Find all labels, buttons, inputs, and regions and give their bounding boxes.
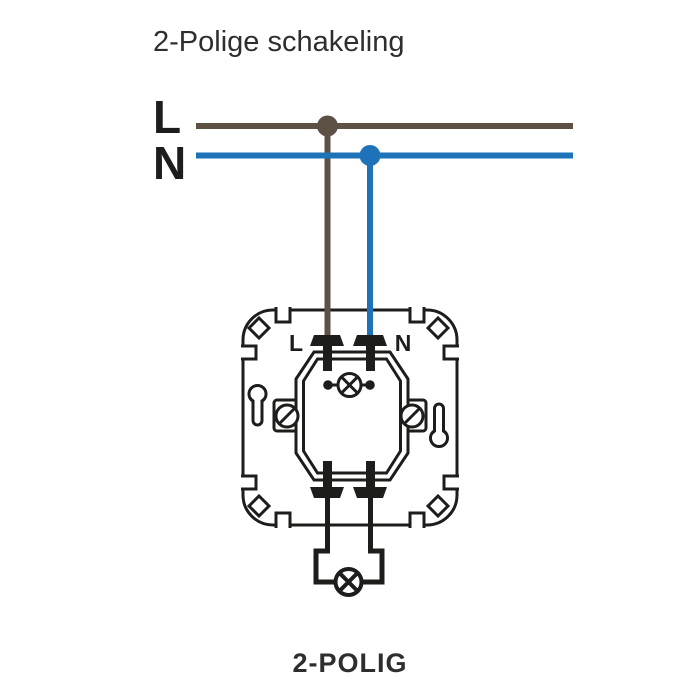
diamond-hole: [425, 315, 451, 341]
load-circuit: [313, 497, 385, 597]
diagram-title: 2-Polige schakeling: [153, 26, 404, 58]
screw-left-icon: [274, 403, 300, 429]
plate-notches: [241, 307, 459, 528]
diagram-caption: 2-POLIG: [292, 648, 407, 678]
supply-wires: [196, 115, 573, 341]
diamond-hole: [246, 315, 272, 341]
notch: [408, 511, 426, 528]
line-wire-label: L: [153, 91, 181, 143]
notch: [241, 474, 258, 491]
notch: [442, 344, 459, 361]
keyhole-slot-right: [429, 402, 449, 448]
lamp-icon: [333, 567, 364, 597]
terminal-n-bottom: [353, 461, 387, 498]
terminal-l-bottom: [310, 461, 344, 498]
notch: [408, 307, 426, 324]
load-wire-left: [313, 497, 336, 585]
notch: [442, 474, 459, 491]
mounting-plate: [241, 307, 459, 528]
notch: [274, 307, 292, 324]
indicator-lamp-icon: [323, 372, 375, 398]
notch: [274, 511, 292, 528]
mechanism-body-inner: [302, 357, 402, 475]
screw-right-icon: [399, 403, 425, 429]
neutral-wire-label: N: [153, 137, 186, 189]
diamond-hole: [246, 493, 272, 519]
load-wire-right: [361, 497, 385, 585]
plate-terminal-n-label: N: [395, 330, 412, 356]
plate-terminal-l-label: L: [289, 330, 303, 356]
terminals: [310, 335, 387, 498]
notch: [241, 344, 258, 361]
keyhole-slot-left: [247, 384, 268, 427]
corner-diamond-holes: [246, 315, 451, 519]
diamond-hole: [425, 493, 451, 519]
terminal-n-top: [353, 335, 387, 371]
mechanism-body-outer: [294, 350, 410, 482]
terminal-l-top: [310, 335, 344, 371]
neutral-junction-dot: [359, 145, 381, 166]
line-junction-dot: [317, 115, 338, 137]
